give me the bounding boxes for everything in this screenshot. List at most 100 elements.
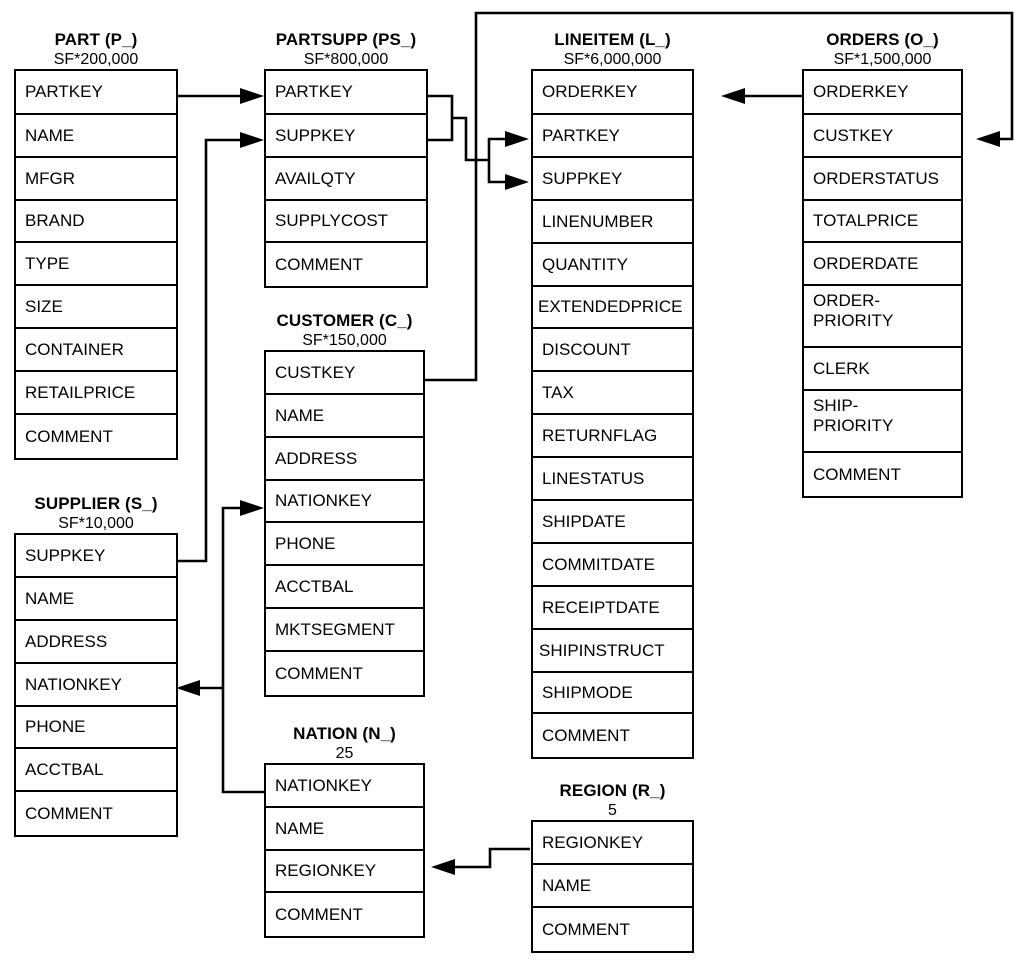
field-supplier-nationkey: NATIONKEY [16,664,176,707]
field-lineitem-linenumber: LINENUMBER [533,201,692,244]
field-lineitem-tax: TAX [533,372,692,415]
connector-partsupp-lineitem [428,94,529,190]
field-orders-totalprice: TOTALPRICE [804,201,961,243]
table-part-box: PARTKEY NAME MFGR BRAND TYPE SIZE CONTAI… [14,69,178,460]
connector-region-nation [431,847,530,875]
connector-orders-lineitem [721,88,802,104]
field-lineitem-commitdate: COMMITDATE [533,544,692,587]
field-supplier-acctbal: ACCTBAL [16,749,176,792]
field-lineitem-extendedprice: EXTENDEDPRICE [533,287,692,329]
field-part-partkey: PARTKEY [16,71,176,115]
field-orders-orderstatus: ORDERSTATUS [804,158,961,201]
field-customer-name: NAME [266,395,423,438]
table-part-cardinality: SF*200,000 [53,51,139,68]
table-orders-title: ORDERS (O_) [826,30,939,49]
table-nation-box: NATIONKEY NAME REGIONKEY COMMENT [264,763,425,938]
field-part-container: CONTAINER [16,329,176,372]
table-region-cardinality: 5 [608,802,617,819]
field-lineitem-comment: COMMENT [533,714,692,757]
field-supplier-name: NAME [16,578,176,621]
field-lineitem-quantity: QUANTITY [533,244,692,287]
table-nation: NATION (N_) 25 NATIONKEY NAME REGIONKEY … [264,724,425,938]
field-region-name: NAME [533,865,692,908]
field-customer-phone: PHONE [266,523,423,566]
field-orders-orderkey: ORDERKEY [804,71,961,115]
table-lineitem: LINEITEM (L_) SF*6,000,000 ORDERKEY PART… [531,30,694,759]
connector-supplier-partsupp [178,132,264,563]
table-region-box: REGIONKEY NAME COMMENT [531,820,694,953]
table-nation-cardinality: 25 [335,745,354,762]
field-lineitem-linestatus: LINESTATUS [533,458,692,501]
field-partsupp-supplycost: SUPPLYCOST [266,201,426,243]
field-part-size: SIZE [16,286,176,329]
field-orders-shippriority: SHIP- PRIORITY [804,391,961,453]
field-orders-clerk: CLERK [804,348,961,391]
field-nation-name: NAME [266,808,423,851]
connector-nation-customer-supplier [176,500,265,794]
table-orders-box: ORDERKEY CUSTKEY ORDERSTATUS TOTALPRICE … [802,69,963,498]
field-customer-comment: COMMENT [266,652,423,695]
table-part: PART (P_) SF*200,000 PARTKEY NAME MFGR B… [14,30,178,460]
table-partsupp-cardinality: SF*800,000 [303,51,389,68]
field-lineitem-returnflag: RETURNFLAG [533,415,692,458]
connector-part-partsupp [178,88,264,104]
field-region-regionkey: REGIONKEY [533,822,692,865]
field-supplier-comment: COMMENT [16,792,176,835]
field-lineitem-discount: DISCOUNT [533,329,692,372]
table-nation-title: NATION (N_) [293,724,396,743]
field-nation-comment: COMMENT [266,893,423,936]
table-part-title: PART (P_) [54,30,138,49]
field-orders-shippriority-line1: SHIP- [813,396,859,415]
field-partsupp-comment: COMMENT [266,243,426,286]
field-lineitem-suppkey: SUPPKEY [533,158,692,201]
field-part-mfgr: MFGR [16,158,176,201]
field-customer-nationkey: NATIONKEY [266,481,423,523]
field-part-comment: COMMENT [16,415,176,458]
field-supplier-phone: PHONE [16,707,176,749]
field-orders-comment: COMMENT [804,453,961,496]
table-supplier-title: SUPPLIER (S_) [34,494,158,513]
field-lineitem-shipmode: SHIPMODE [533,673,692,714]
field-nation-regionkey: REGIONKEY [266,851,423,893]
field-orders-orderpriority-line1: ORDER- [813,291,881,310]
field-partsupp-availqty: AVAILQTY [266,158,426,201]
field-lineitem-orderkey: ORDERKEY [533,71,692,115]
table-lineitem-box: ORDERKEY PARTKEY SUPPKEY LINENUMBER QUAN… [531,69,694,759]
table-partsupp: PARTSUPP (PS_) SF*800,000 PARTKEY SUPPKE… [264,30,428,288]
field-region-comment: COMMENT [533,908,692,951]
field-part-type: TYPE [16,243,176,286]
field-part-brand: BRAND [16,201,176,243]
table-orders-cardinality: SF*1,500,000 [833,51,932,68]
table-supplier-box: SUPPKEY NAME ADDRESS NATIONKEY PHONE ACC… [14,533,178,837]
field-lineitem-receiptdate: RECEIPTDATE [533,587,692,630]
field-orders-custkey: CUSTKEY [804,115,961,158]
table-orders: ORDERS (O_) SF*1,500,000 ORDERKEY CUSTKE… [802,30,963,498]
field-orders-orderpriority: ORDER- PRIORITY [804,286,961,348]
field-customer-custkey: CUSTKEY [266,352,423,395]
field-orders-shippriority-line2: PRIORITY [813,416,894,435]
field-lineitem-shipdate: SHIPDATE [533,501,692,544]
field-partsupp-suppkey: SUPPKEY [266,115,426,158]
table-partsupp-box: PARTKEY SUPPKEY AVAILQTY SUPPLYCOST COMM… [264,69,428,288]
table-lineitem-cardinality: SF*6,000,000 [563,51,662,68]
table-partsupp-title: PARTSUPP (PS_) [275,30,417,49]
table-supplier: SUPPLIER (S_) SF*10,000 SUPPKEY NAME ADD… [14,494,178,837]
field-supplier-suppkey: SUPPKEY [16,535,176,578]
table-supplier-cardinality: SF*10,000 [58,515,134,532]
table-customer-title: CUSTOMER (C_) [276,311,413,330]
table-customer: CUSTOMER (C_) SF*150,000 CUSTKEY NAME AD… [264,311,425,697]
field-orders-orderpriority-line2: PRIORITY [813,311,894,330]
table-lineitem-title: LINEITEM (L_) [554,30,671,49]
field-nation-nationkey: NATIONKEY [266,765,423,808]
table-customer-cardinality: SF*150,000 [302,332,387,349]
field-partsupp-partkey: PARTKEY [266,71,426,115]
field-part-retailprice: RETAILPRICE [16,372,176,415]
table-region-title: REGION (R_) [559,781,666,800]
field-lineitem-partkey: PARTKEY [533,115,692,158]
table-region: REGION (R_) 5 REGIONKEY NAME COMMENT [531,781,694,953]
table-customer-box: CUSTKEY NAME ADDRESS NATIONKEY PHONE ACC… [264,350,425,697]
field-customer-address: ADDRESS [266,438,423,481]
field-customer-acctbal: ACCTBAL [266,566,423,609]
field-lineitem-shipinstruct: SHIPINSTRUCT [533,630,692,673]
